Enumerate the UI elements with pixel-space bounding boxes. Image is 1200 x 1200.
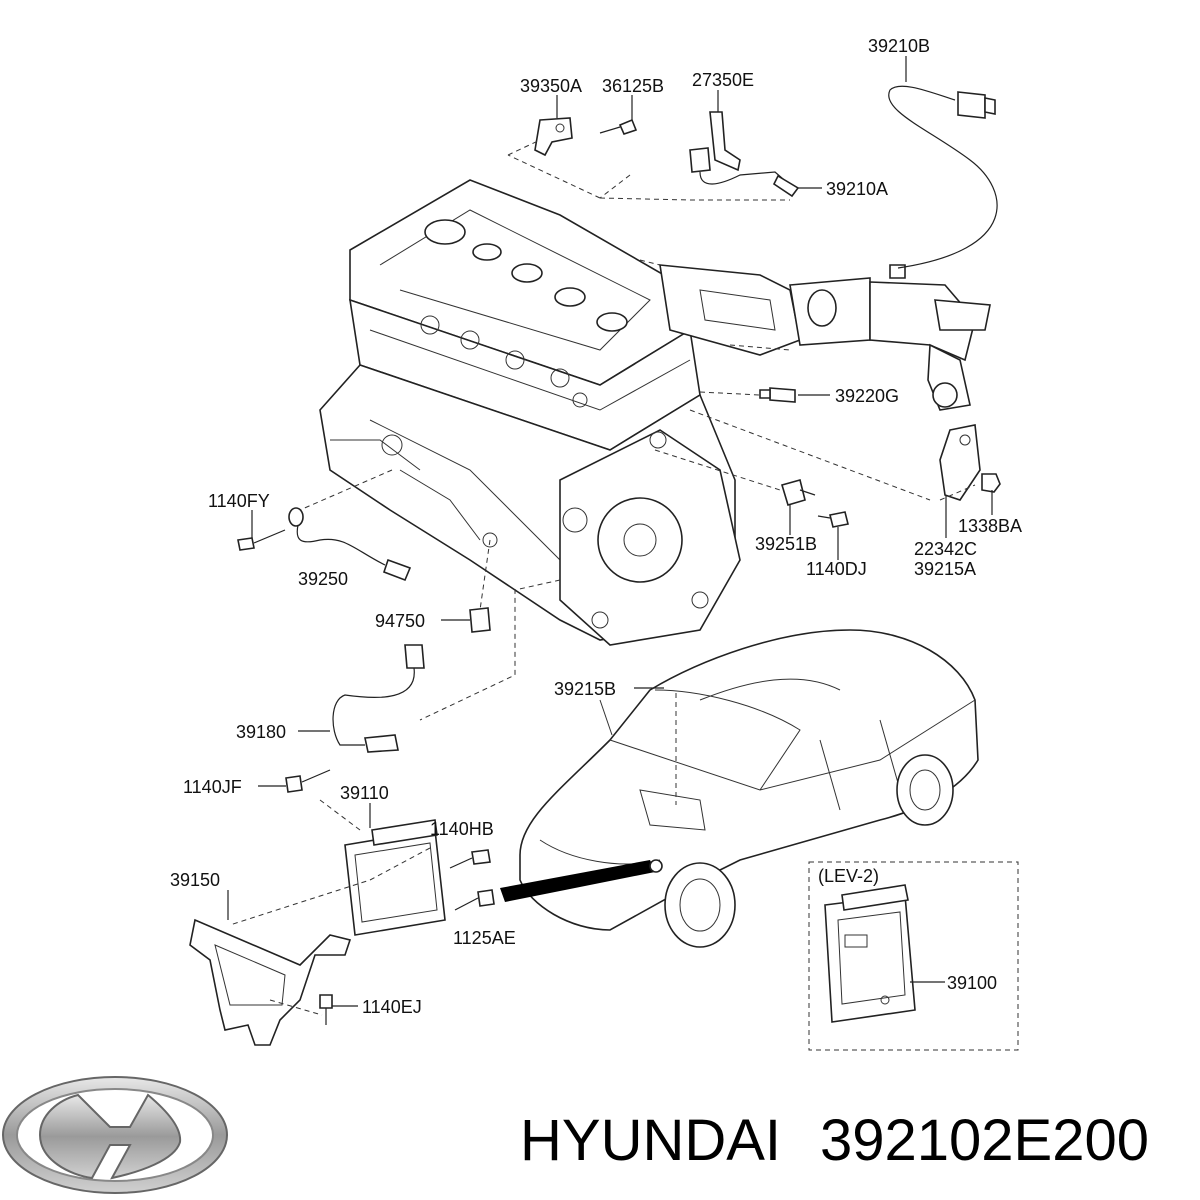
label-39215B: 39215B bbox=[554, 679, 616, 699]
label-39251B: 39251B bbox=[755, 534, 817, 554]
sensor-39220G bbox=[759, 387, 796, 403]
label-94750: 94750 bbox=[375, 611, 425, 631]
bolt-1125AE bbox=[454, 889, 495, 911]
cam-position-sensor-39350A bbox=[534, 117, 573, 157]
bolt-1140EJ bbox=[319, 994, 333, 1025]
label-39100: 39100 bbox=[947, 973, 997, 993]
label-39210A: 39210A bbox=[826, 179, 888, 199]
label-1140FY: 1140FY bbox=[208, 491, 270, 511]
label-36125B: 36125B bbox=[602, 76, 664, 96]
label-1140DJ: 1140DJ bbox=[806, 559, 867, 579]
label-22342C: 22342C bbox=[914, 539, 977, 559]
label-39110: 39110 bbox=[340, 783, 389, 803]
sensor-39251B bbox=[780, 479, 816, 506]
label-39350A: 39350A bbox=[520, 76, 582, 96]
label-39220G: 39220G bbox=[835, 386, 899, 406]
bolt-1140FY bbox=[237, 529, 286, 551]
label-lev2: (LEV-2) bbox=[818, 866, 879, 886]
sensor-94750 bbox=[469, 607, 491, 633]
label-39180: 39180 bbox=[236, 722, 286, 742]
label-1140JF: 1140JF bbox=[183, 777, 242, 797]
bracket-27350E bbox=[689, 111, 800, 198]
part-labels: 39210B 39350A 36125B 27350E 39210A 39220… bbox=[170, 36, 1022, 1017]
part-number: 392102E200 bbox=[820, 1108, 1149, 1173]
brand-name: HYUNDAI bbox=[520, 1108, 781, 1173]
bolt-1140DJ bbox=[817, 511, 849, 528]
hyundai-logo-icon bbox=[2, 1076, 228, 1194]
knock-sensor-39250 bbox=[288, 507, 412, 582]
crank-sensor-39180 bbox=[332, 644, 425, 753]
label-39210B: 39210B bbox=[868, 36, 930, 56]
label-27350E: 27350E bbox=[692, 70, 754, 90]
car-illustration bbox=[500, 629, 979, 948]
oxygen-sensor-39210B bbox=[888, 85, 998, 269]
label-39250: 39250 bbox=[298, 569, 348, 589]
engine-assembly-illustration bbox=[319, 179, 991, 646]
label-39150: 39150 bbox=[170, 870, 220, 890]
bolt-1140JF bbox=[285, 769, 331, 793]
label-1338BA: 1338BA bbox=[958, 516, 1022, 536]
leader-lines bbox=[227, 56, 993, 1007]
bolt-36125B bbox=[599, 118, 638, 135]
lev2-ecm-box bbox=[808, 861, 1019, 1051]
guide-lines bbox=[229, 139, 976, 1016]
nut-1338BA bbox=[981, 473, 1001, 493]
label-1140EJ: 1140EJ bbox=[362, 997, 422, 1017]
label-1140HB: 1140HB bbox=[430, 819, 494, 839]
label-39215A: 39215A bbox=[914, 559, 976, 579]
label-1125AE: 1125AE bbox=[453, 928, 516, 948]
bolt-1140HB bbox=[449, 849, 491, 869]
ecm-39110 bbox=[344, 819, 446, 936]
bracket-39150 bbox=[189, 918, 352, 1046]
